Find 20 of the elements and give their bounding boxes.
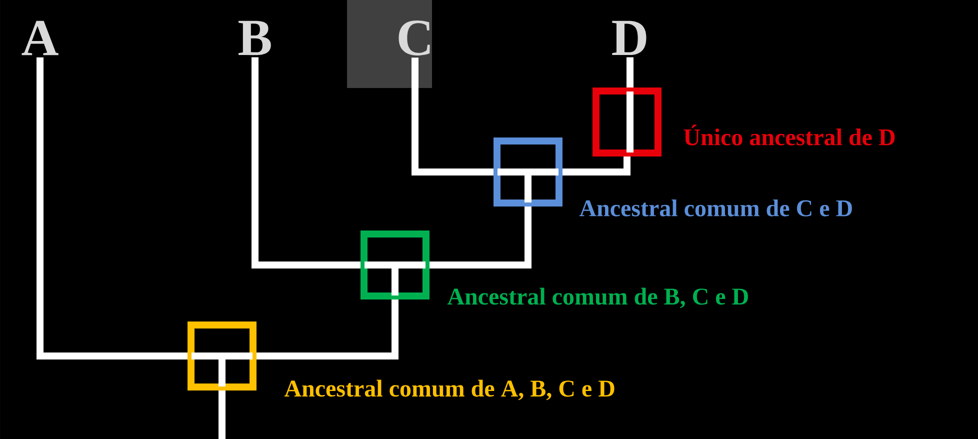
tree-branch xyxy=(412,58,494,176)
tree-branch xyxy=(430,206,532,268)
ancestor-box xyxy=(592,88,662,156)
tree-branch xyxy=(218,390,226,439)
ancestor-box xyxy=(494,138,562,206)
taxon-label: A xyxy=(22,20,58,56)
tree-branch xyxy=(562,156,630,176)
tree-branch xyxy=(256,299,398,360)
node-caption: Ancestral comum de B, C e D xyxy=(447,288,748,308)
ancestor-box xyxy=(188,322,256,390)
node-caption: Único ancestral de D xyxy=(684,124,895,146)
tree-branch xyxy=(626,57,634,88)
node-caption: Ancestral comum de A, B, C e D xyxy=(284,380,614,400)
tree-branch xyxy=(252,57,360,268)
taxon-label: D xyxy=(612,20,646,56)
node-caption: Ancestral comum de C e D xyxy=(579,200,852,216)
tree-branch xyxy=(36,57,188,360)
taxon-label: C xyxy=(398,20,430,56)
taxon-label: B xyxy=(238,20,271,56)
ancestor-box xyxy=(360,230,430,300)
